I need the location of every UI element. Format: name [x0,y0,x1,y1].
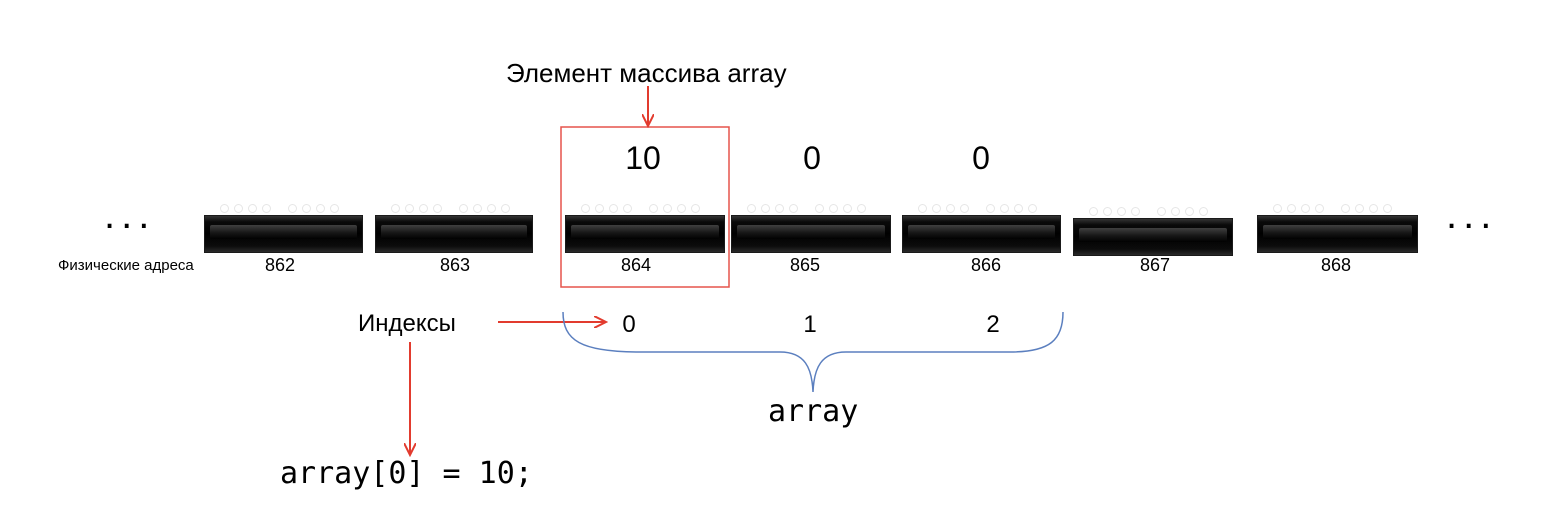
physical-addresses-label: Физические адреса [58,257,194,274]
memory-cell-863 [375,204,533,253]
cell-pin [1301,204,1310,213]
cell-pin [986,204,995,213]
cell-pin [775,204,784,213]
code-statement: array[0] = 10; [280,456,533,491]
cell-pin [220,204,229,213]
cell-pin [391,204,400,213]
cell-pin [1199,207,1208,216]
address-866: 866 [970,255,1002,275]
cell-pin [1117,207,1126,216]
cell-value-864: 10 [625,140,661,176]
cell-pin [1000,204,1009,213]
cell-pin [1369,204,1378,213]
cell-pin [1355,204,1364,213]
cell-pin [815,204,824,213]
cell-pin [501,204,510,213]
cell-pin [288,204,297,213]
cell-pin [1103,207,1112,216]
ellipsis-right: ... [1446,193,1498,237]
cell-pin [234,204,243,213]
cell-pin [918,204,927,213]
cell-pin [1287,204,1296,213]
cell-pin [609,204,618,213]
cell-pin [1341,204,1350,213]
ellipsis-left: ... [104,193,156,237]
cell-pin [932,204,941,213]
memory-cell-864 [565,204,725,253]
cell-pin [316,204,325,213]
cell-pin [843,204,852,213]
cell-pin [761,204,770,213]
cell-pin [789,204,798,213]
highlight-box [560,126,730,288]
address-864: 864 [620,255,652,275]
array-brace [562,311,1064,393]
memory-cell-866 [902,204,1061,253]
cell-pin [1131,207,1140,216]
cell-pin [330,204,339,213]
index-1: 1 [803,311,817,338]
memory-cell-868 [1257,204,1418,253]
cell-pin [302,204,311,213]
index-2: 2 [986,311,1000,338]
cell-pin [248,204,257,213]
cell-pin [595,204,604,213]
cell-pin [1014,204,1023,213]
indices-label: Индексы [358,310,456,337]
cell-pin [960,204,969,213]
memory-cell-867 [1073,207,1233,256]
cell-pin [1171,207,1180,216]
array-name: array [768,394,859,429]
cell-pin [433,204,442,213]
cell-value-865: 0 [803,140,821,176]
index-0: 0 [622,311,636,338]
cell-pin [1157,207,1166,216]
cell-pin [1383,204,1392,213]
cell-value-866: 0 [972,140,990,176]
element-title: Элемент массива array [506,58,787,88]
cell-pin [663,204,672,213]
memory-cell-865 [731,204,891,253]
cell-pin [691,204,700,213]
cell-pin [1089,207,1098,216]
cell-pin [649,204,658,213]
cell-pin [405,204,414,213]
cell-pin [1315,204,1324,213]
cell-pin [747,204,756,213]
memory-cell-862 [204,204,363,253]
address-867: 867 [1139,255,1171,275]
cell-pin [473,204,482,213]
cell-pin [262,204,271,213]
cell-pin [1028,204,1037,213]
cell-pin [623,204,632,213]
address-868: 868 [1320,255,1352,275]
cell-pin [1273,204,1282,213]
address-863: 863 [439,255,471,275]
cell-pin [857,204,866,213]
address-865: 865 [789,255,821,275]
cell-pin [487,204,496,213]
cell-pin [829,204,838,213]
cell-pin [419,204,428,213]
cell-pin [581,204,590,213]
address-862: 862 [264,255,296,275]
cell-pin [946,204,955,213]
cell-pin [1185,207,1194,216]
cell-pin [459,204,468,213]
cell-pin [677,204,686,213]
